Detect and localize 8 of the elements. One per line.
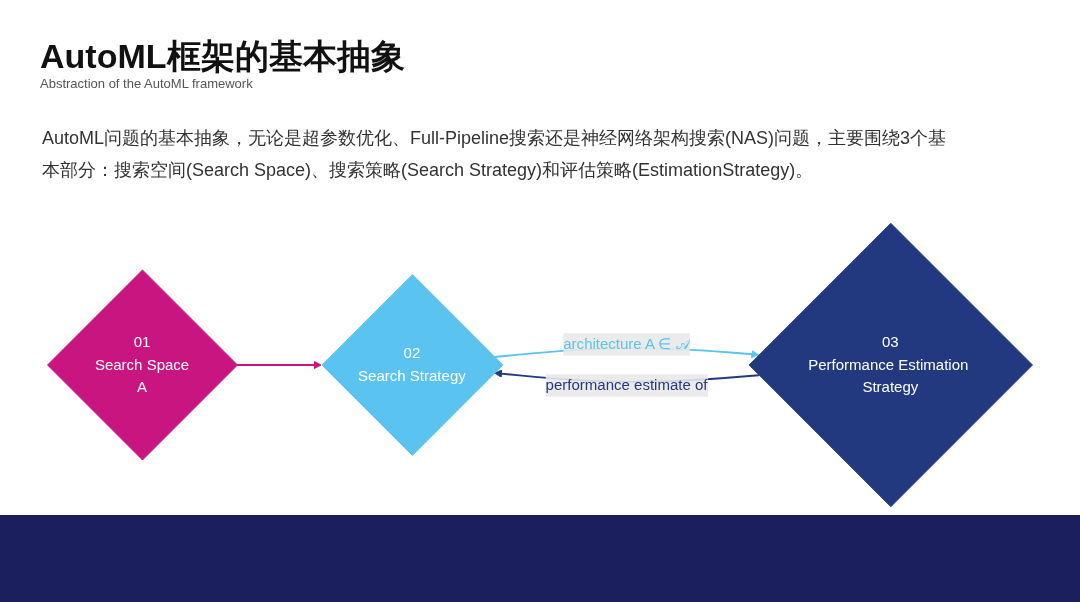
node-diamond: 02 Search Strategy [321,274,504,456]
node-diamond: 01 Search Space A [47,269,238,461]
subtitle: Abstraction of the AutoML framework [40,76,253,91]
arrow [236,360,322,370]
node-diamond: 03 Performance Estimation Strategy [748,222,1033,508]
slide-title: AutoML框架的基本抽象 [40,36,405,77]
paragraph: AutoML问题的基本抽象，无论是超参数优化、Full-Pipeline搜索还是神经网络架构搜索(NAS)问题，主要围绕3个基本部分：搜索空间(Search Space)、搜索策略(Search Strategy)和评估策略(EstimationStrategy)。 [42,127,948,182]
edge-label: performance estimate of [545,377,708,394]
